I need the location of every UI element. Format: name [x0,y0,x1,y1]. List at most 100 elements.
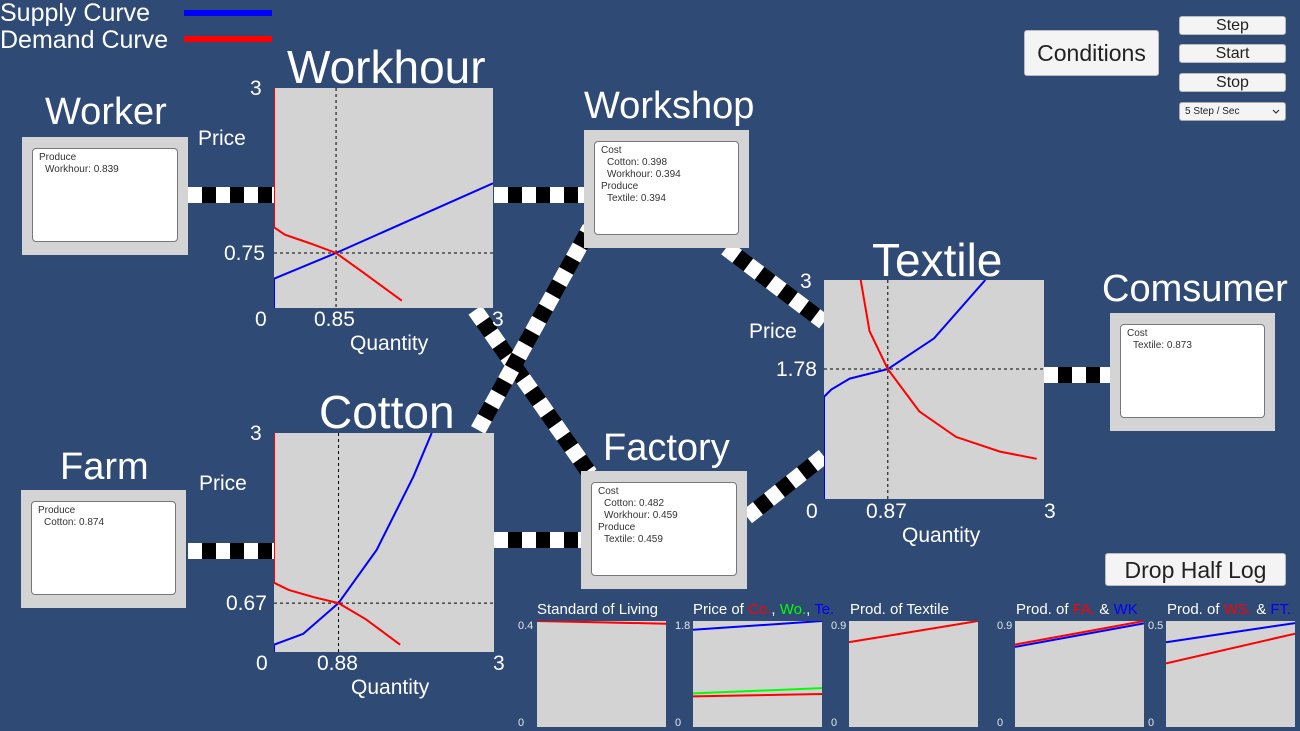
factory-line-2: Workhour: 0.459 [604,510,678,521]
mini-prod-ws-ft-prefix: Prod. of [1167,601,1224,618]
textile-eq-quantity-tick: 0.87 [866,500,907,523]
mini-price-of-sep2: , [806,601,815,618]
workhour-market-plot [274,88,493,308]
chevron-down-icon [1272,109,1280,114]
workhour-supply-curve-line [274,182,493,308]
mini-price-of-y-max: 1.8 [675,620,691,632]
mini-price-of-prefix: Price of [693,601,749,618]
cotton-y-max-tick: 3 [250,422,262,445]
textile-market-title: Textile [872,234,1003,286]
mini-prod-fa-wk-wk: WK [1113,601,1138,618]
mini-prod-fa-wk-prefix: Prod. of [1016,601,1073,618]
legend-demand-swatch [184,36,272,42]
mini-prod-fa-wk-title: Prod. of FA. & WK [1016,601,1138,618]
mini-standard-of-living-series-0-line [537,621,666,625]
start-button[interactable]: Start [1179,44,1286,63]
mini-price-of-wo: Wo. [779,601,807,618]
consumer-info-panel: Cost Textile: 0.873 [1120,324,1265,418]
worker-line-1: Workhour: 0.839 [45,164,119,175]
cotton-eq-quantity-tick: 0.88 [317,652,358,675]
cotton-market-title: Cotton [319,386,455,438]
stop-button[interactable]: Stop [1179,73,1286,92]
workshop-line-0: Cost [601,145,622,156]
factory-line-4: Textile: 0.459 [604,534,663,545]
cotton-price-label: Price [199,472,247,495]
worker-node: Produce Workhour: 0.839 [22,137,188,255]
speed-select[interactable]: 5 Step / Sec [1179,102,1286,121]
factory-line-3: Produce [598,522,636,533]
mini-prod-ws-ft-ws-line [1166,632,1295,665]
workshop-line-4: Textile: 0.394 [607,193,666,204]
workhour-market-title: Workhour [287,41,486,93]
workshop-line-1: Cotton: 0.398 [607,157,668,168]
mini-prod-textile-plot [849,621,978,727]
mini-prod-ws-ft-ft-line [1166,622,1295,644]
cotton-eq-price-tick: 0.67 [226,592,267,615]
workhour-y-max-tick: 3 [250,77,262,100]
mini-prod-ws-ft-ft: FT. [1270,601,1292,618]
mini-prod-ws-ft-ws: WS. [1223,601,1253,618]
workshop-info-panel: Cost Cotton: 0.398 Workhour: 0.394 Produ… [594,141,739,235]
mini-prod-fa-wk-y-min: 0 [997,717,1004,729]
workshop-line-2: Workhour: 0.394 [607,169,681,180]
farm-line-0: Produce [38,505,76,516]
workhour-x-max-tick: 3 [492,308,504,331]
mini-prod-fa-wk-plot [1015,621,1144,727]
worker-title: Worker [45,91,167,133]
factory-title: Factory [603,427,730,469]
cotton-quantity-label: Quantity [351,676,430,699]
mini-prod-ws-ft-y-max: 0.5 [1148,620,1164,632]
factory-node: Cost Cotton: 0.482 Workhour: 0.459 Produ… [581,471,747,589]
mini-price-of-co: Co. [748,601,772,618]
workshop-line-3: Produce [601,181,639,192]
drop-half-log-button[interactable]: Drop Half Log [1105,553,1286,586]
cotton-supply-curve-line [274,433,433,652]
mini-price-of-y-min: 0 [675,717,682,729]
textile-supply-curve-line [824,280,987,499]
textile-y-max-tick: 3 [800,270,812,293]
workhour-quantity-label: Quantity [350,332,429,355]
farm-title: Farm [60,446,149,488]
textile-origin-tick: 0 [806,500,818,523]
consumer-line-1: Textile: 0.873 [1133,340,1192,351]
workshop-title: Workshop [584,85,755,127]
textile-price-label: Price [749,320,797,343]
factory-line-1: Cotton: 0.482 [604,498,665,509]
textile-eq-price-tick: 1.78 [776,358,817,381]
legend-supply-swatch [184,10,272,16]
worker-info-panel: Produce Workhour: 0.839 [32,148,178,242]
mini-prod-ws-ft-plot [1166,621,1295,727]
textile-demand-curve-line [859,280,1037,460]
cotton-market-plot [274,433,494,652]
factory-line-0: Cost [598,486,619,497]
cotton-demand-curve-line [274,433,401,646]
textile-market-plot [824,280,1044,499]
mini-price-of-te-line [693,621,822,631]
cotton-x-max-tick: 3 [493,652,505,675]
mini-price-of-wo-line [693,687,822,695]
legend-demand-label: Demand Curve [0,26,169,54]
mini-prod-textile-title: Prod. of Textile [850,601,949,618]
mini-standard-of-living-plot [537,621,666,727]
consumer-node: Cost Textile: 0.873 [1110,313,1275,431]
mini-prod-fa-wk-fa-line [1015,621,1144,646]
mini-prod-fa-wk-y-max: 0.9 [997,620,1013,632]
workhour-origin-tick: 0 [255,308,267,331]
conditions-button[interactable]: Conditions [1024,30,1159,76]
factory-info-panel: Cost Cotton: 0.482 Workhour: 0.459 Produ… [591,482,737,576]
consumer-line-0: Cost [1127,328,1148,339]
mini-prod-textile-y-max: 0.9 [831,620,847,632]
step-button[interactable]: Step [1179,16,1286,35]
farm-node: Produce Cotton: 0.874 [21,490,186,608]
mini-price-of-sep1: , [771,601,780,618]
mini-prod-ws-ft-title: Prod. of WS. & FT. [1167,601,1291,618]
farm-info-panel: Produce Cotton: 0.874 [31,501,176,595]
mini-standard-of-living-y-min: 0 [518,717,525,729]
workhour-price-label: Price [198,127,246,150]
mini-price-of-co-line [693,693,822,698]
consumer-title: Comsumer [1102,268,1288,310]
textile-x-max-tick: 3 [1044,500,1056,523]
mini-standard-of-living-title: Standard of Living [537,601,658,618]
cotton-origin-tick: 0 [256,652,268,675]
workshop-node: Cost Cotton: 0.398 Workhour: 0.394 Produ… [584,130,749,248]
